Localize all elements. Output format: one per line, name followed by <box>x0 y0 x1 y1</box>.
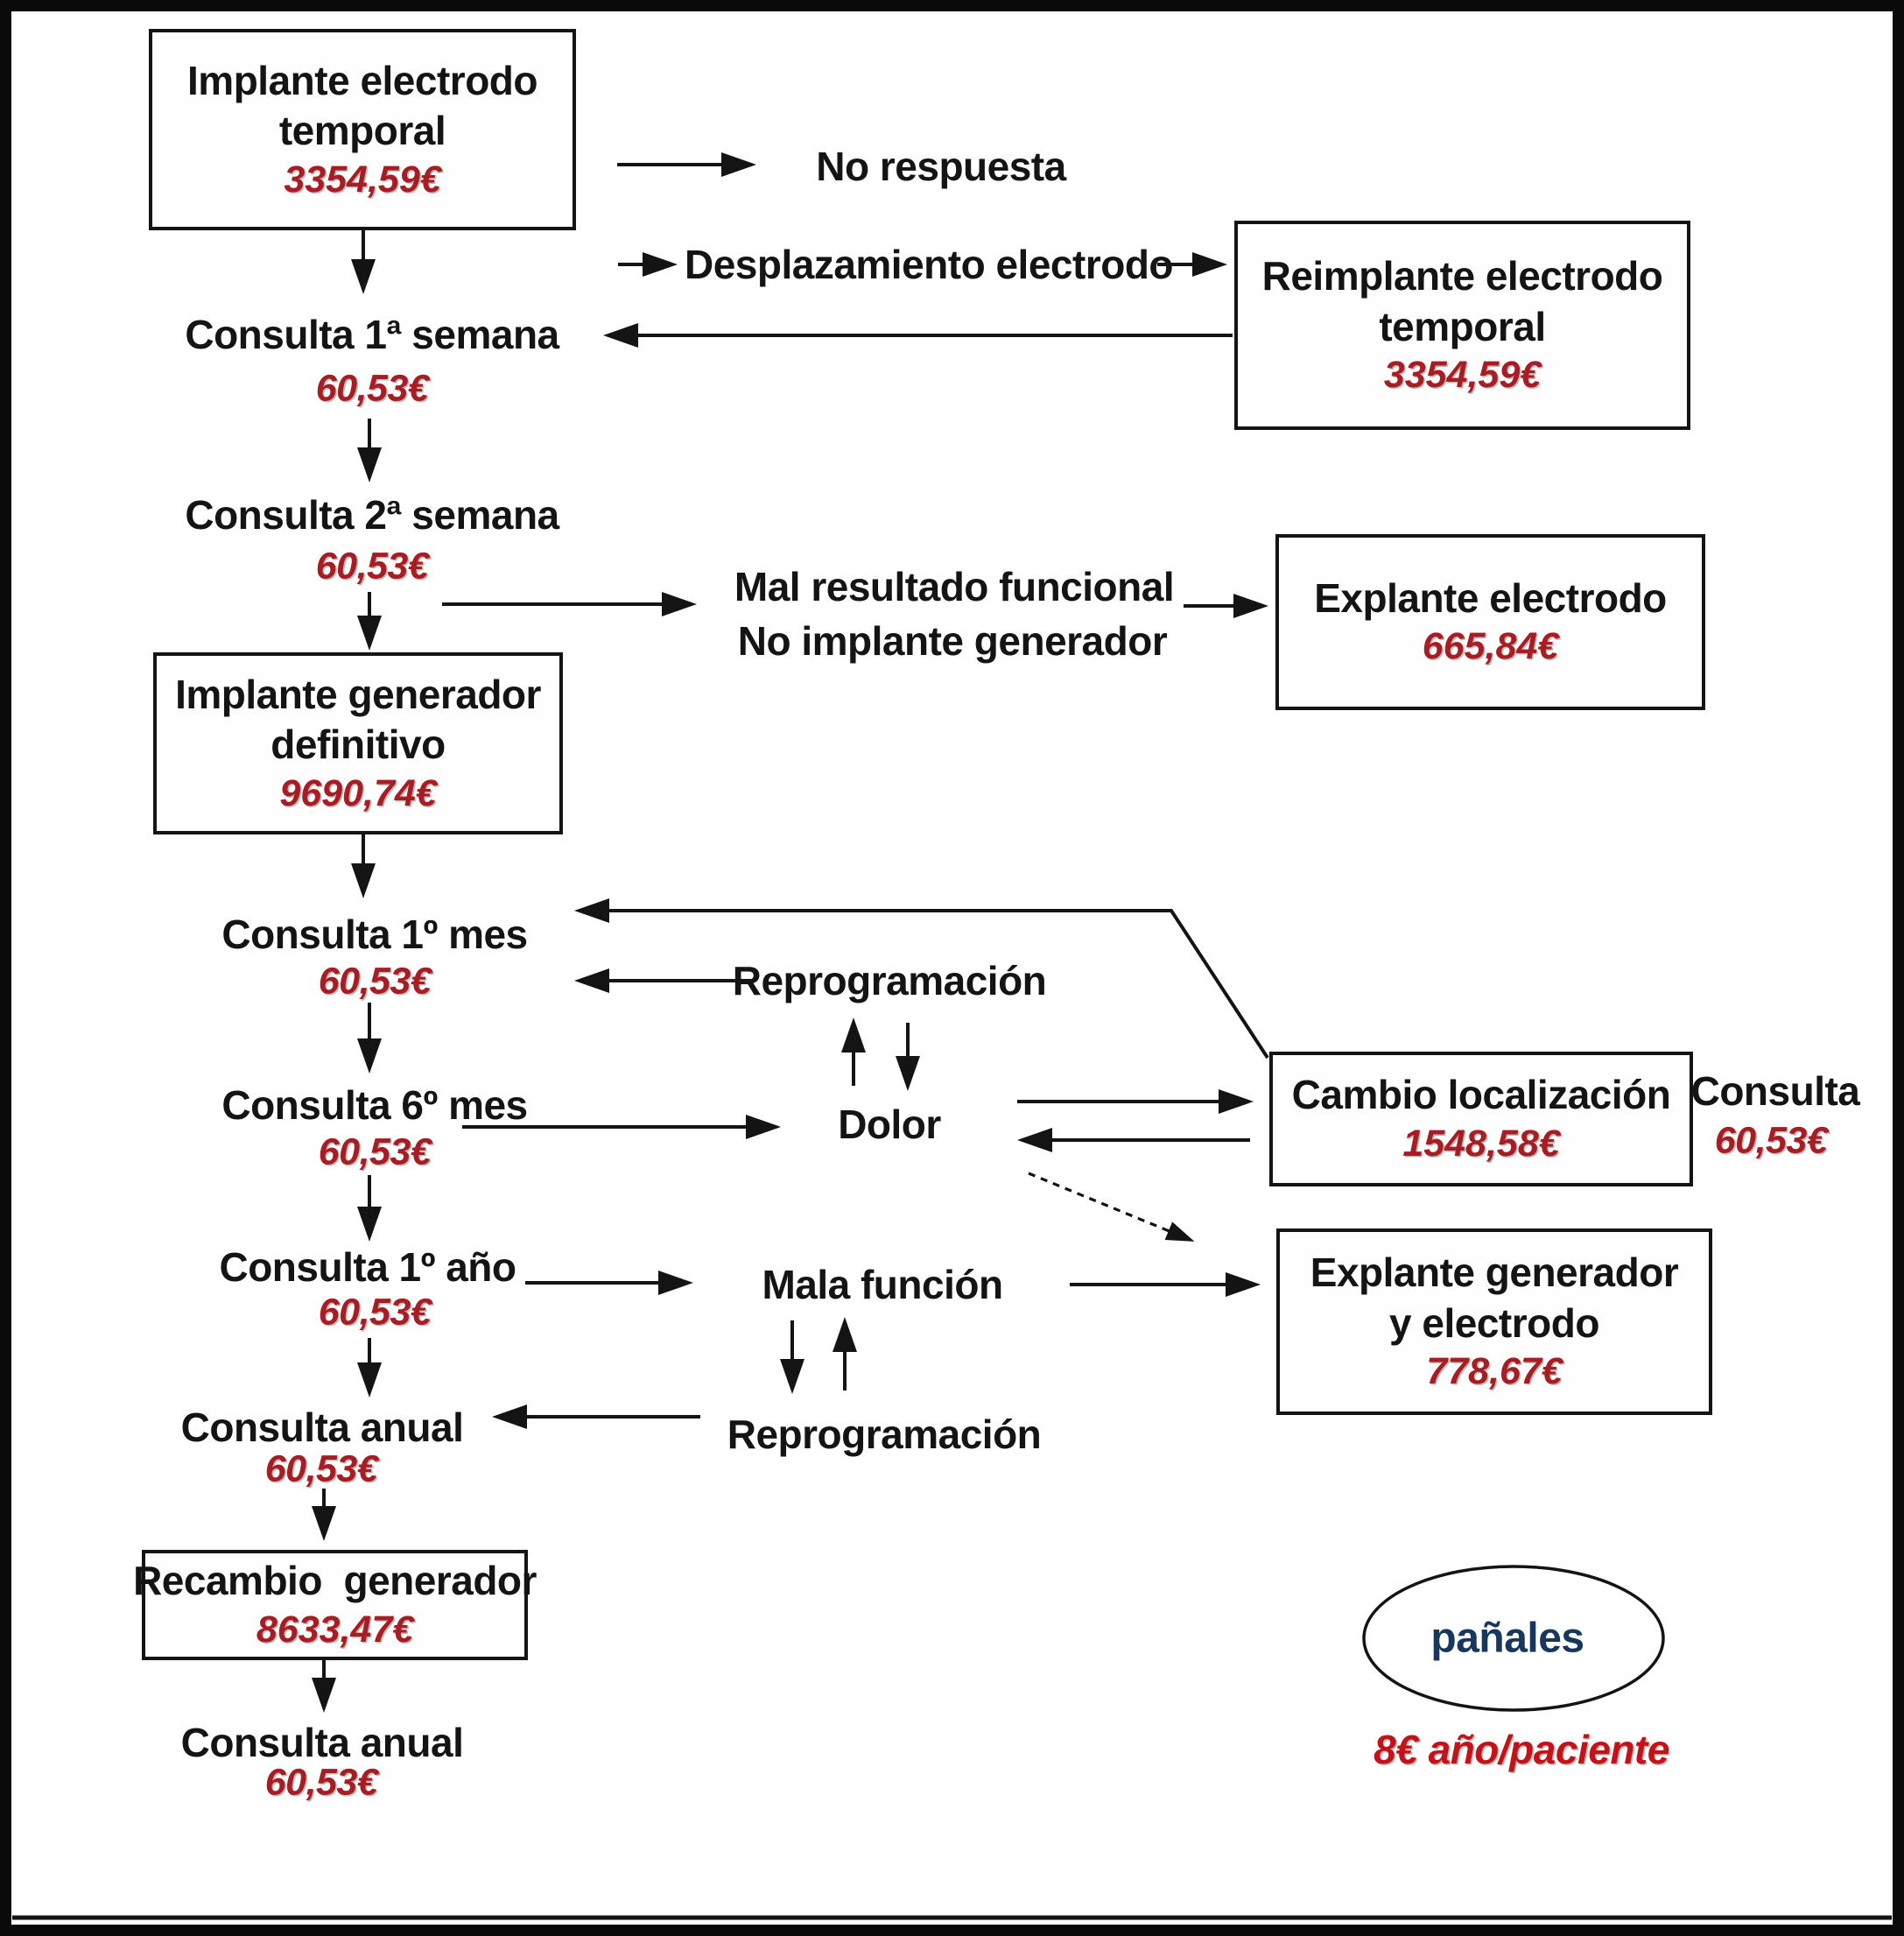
panales-ellipse <box>1362 1565 1665 1712</box>
box-title: Explante generador <box>1310 1250 1679 1296</box>
box-price: 8633,47€ <box>256 1608 414 1651</box>
step-consulta-1-mes: Consulta 1º mes <box>221 912 528 957</box>
step-consulta-6-mes: Consulta 6º mes <box>221 1082 528 1128</box>
box-implante-generador-definitivo: Implante generador definitivo 9690,74€ <box>153 652 563 834</box>
box-title: Reimplante electrodo <box>1261 253 1663 299</box>
box-reimplante-electrodo-temporal: Reimplante electrodo temporal 3354,59€ <box>1234 221 1690 430</box>
step-consulta-2-semana-price: 60,53€ <box>315 545 429 588</box>
box-price: 3354,59€ <box>1383 354 1542 397</box>
box-title-line2: temporal <box>1379 303 1546 349</box>
step-consulta-anual-2-price: 60,53€ <box>264 1761 378 1804</box>
box-title: Explante electrodo <box>1314 574 1667 621</box>
box-explante-generador-y-electrodo: Explante generador y electrodo 778,67€ <box>1276 1228 1712 1415</box>
step-consulta-anual-1-price: 60,53€ <box>264 1447 378 1490</box>
side-consulta-price: 60,53€ <box>1714 1119 1828 1162</box>
step-consulta-anual-1: Consulta anual <box>180 1404 464 1450</box>
event-mala-funcion: Mala función <box>762 1262 1003 1307</box>
box-price: 9690,74€ <box>279 771 437 814</box>
box-recambio-generador: Recambio generador 8633,47€ <box>133 1550 537 1660</box>
box-title: Implante generador <box>175 671 541 717</box>
event-desplazamiento-electrodo: Desplazamiento electrodo <box>684 242 1174 287</box>
step-consulta-anual-2: Consulta anual <box>180 1720 464 1765</box>
box-title: Cambio localización <box>1291 1072 1671 1118</box>
step-consulta-2-semana: Consulta 2ª semana <box>185 492 559 538</box>
event-no-implante-generador: No implante generador <box>737 618 1168 664</box>
box-price: 665,84€ <box>1422 625 1559 668</box>
event-reprogramacion-superior: Reprogramación <box>732 958 1047 1003</box>
step-consulta-1-ano-price: 60,53€ <box>318 1291 432 1334</box>
annotation-cost-note: 8€ año/paciente <box>1374 1727 1669 1772</box>
step-consulta-1-semana-price: 60,53€ <box>315 367 429 410</box>
box-title-line2: definitivo <box>270 722 446 768</box>
box-price: 778,67€ <box>1426 1350 1563 1393</box>
box-cambio-localizacion: Cambio localización 1548,58€ <box>1269 1052 1693 1186</box>
step-consulta-1-semana: Consulta 1ª semana <box>185 312 559 357</box>
event-no-respuesta: No respuesta <box>816 144 1066 189</box>
event-dolor: Dolor <box>838 1102 941 1147</box>
side-consulta-label: Consulta <box>1690 1068 1860 1114</box>
box-title-line2: temporal <box>278 108 446 154</box>
step-consulta-6-mes-price: 60,53€ <box>318 1130 432 1173</box>
step-consulta-1-ano: Consulta 1º año <box>219 1244 516 1290</box>
box-explante-electrodo: Explante electrodo 665,84€ <box>1275 534 1705 710</box>
event-reprogramacion-inferior: Reprogramación <box>727 1412 1042 1457</box>
event-mal-resultado-funcional: Mal resultado funcional <box>734 564 1175 609</box>
arrow-dolor-to-explante-generador <box>1028 1172 1195 1242</box>
arrow-cambio-localizacion-to-consulta-1-mes <box>574 898 1269 1060</box>
box-price: 3354,59€ <box>284 158 441 201</box>
box-title: Implante electrodo <box>187 57 537 103</box>
box-title: Recambio generador <box>133 1558 537 1604</box>
box-implante-electrodo-temporal: Implante electrodo temporal 3354,59€ <box>149 29 576 230</box>
box-title-line2: y electrodo <box>1389 1299 1599 1346</box>
step-consulta-1-mes-price: 60,53€ <box>318 960 432 1003</box>
box-price: 1548,58€ <box>1402 1122 1560 1165</box>
annotation-panales: pañales <box>1430 1615 1584 1662</box>
